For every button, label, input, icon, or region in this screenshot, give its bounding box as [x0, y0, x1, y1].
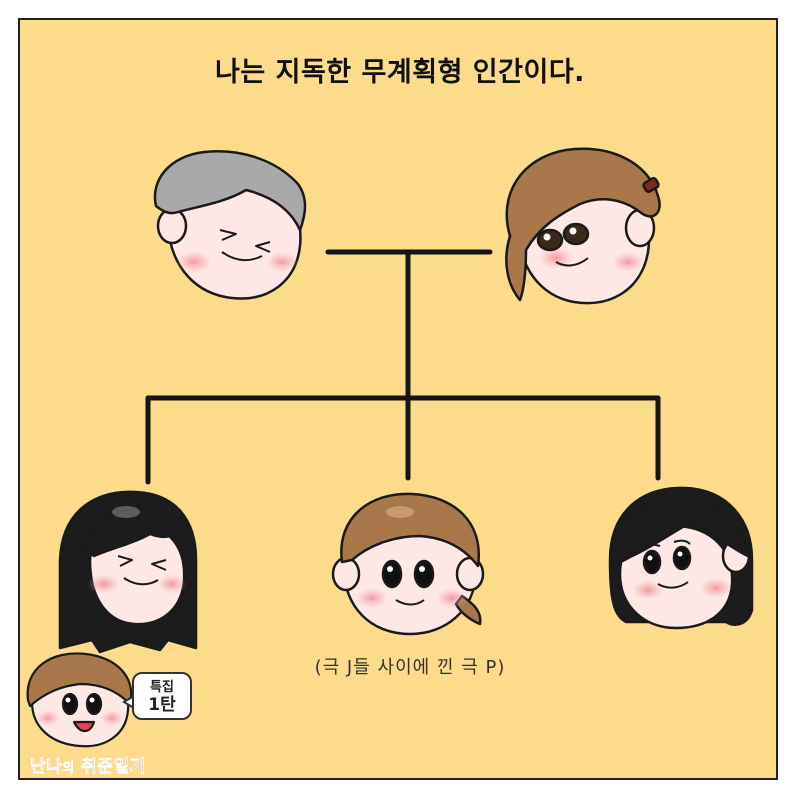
special-episode-badge: 특집 1탄: [132, 672, 192, 720]
page-title: 나는 지독한 무계획형 인간이다.: [215, 57, 585, 88]
right-child-face-icon: [608, 486, 754, 630]
badge-pointer: [122, 695, 135, 709]
left-child-face-icon: [58, 490, 198, 654]
series-logo-part-2: 의: [62, 761, 75, 777]
center-child-face-icon: [331, 492, 485, 636]
series-logo: 난나의 취준일기: [30, 752, 146, 778]
mascot-face-icon: [26, 652, 133, 748]
series-logo-part-1: 난나: [30, 757, 63, 778]
badge-line-1: 특집: [150, 680, 174, 695]
father-face-icon: [153, 150, 307, 300]
series-logo-part-3: 취준: [81, 757, 114, 778]
tree-connectors: [145, 249, 661, 485]
center-child-caption: (극 J들 사이에 낀 극 P): [314, 657, 506, 678]
series-logo-part-4: 일기: [113, 757, 146, 778]
mother-face-icon: [505, 147, 661, 305]
badge-line-2: 1탄: [148, 695, 176, 715]
